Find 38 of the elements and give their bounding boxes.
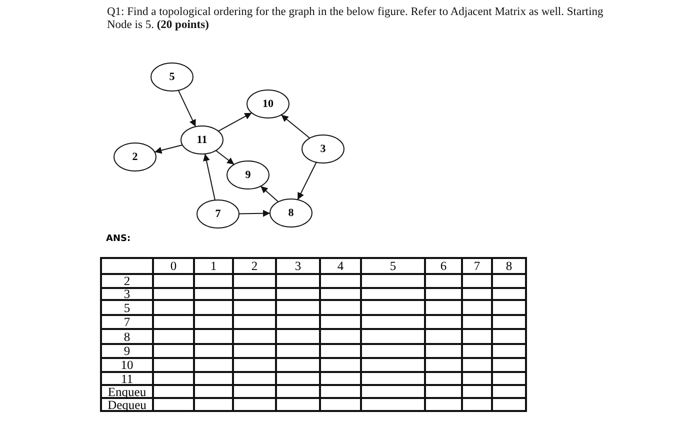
arrow xyxy=(260,186,279,202)
arrow xyxy=(178,90,196,128)
node-ellipse: 2 xyxy=(113,142,157,172)
row-label: 8 xyxy=(101,329,153,344)
column-number: 4 xyxy=(320,258,361,274)
answer-heading: ANS: xyxy=(106,234,131,244)
node-ellipse: 11 xyxy=(180,125,224,155)
column-number: 8 xyxy=(492,258,526,274)
row-label: Dequeu xyxy=(101,398,153,411)
node-ellipse: 9 xyxy=(226,160,270,190)
row-label: 11 xyxy=(101,372,153,385)
node-ellipse: 5 xyxy=(150,62,194,92)
arrow xyxy=(154,144,183,154)
node-ellipse: 7 xyxy=(196,199,240,229)
row-label: 2 xyxy=(101,274,153,288)
arrow xyxy=(297,162,317,200)
column-number: 0 xyxy=(153,258,194,274)
column-number: 2 xyxy=(233,258,276,274)
row-label: 3 xyxy=(101,288,153,300)
row-label: 10 xyxy=(101,358,153,372)
arrow xyxy=(280,114,310,139)
row-label: Enqueu xyxy=(101,385,153,398)
node-ellipse: 3 xyxy=(301,134,345,164)
question-text: Q1: Find a topological ordering for the graph in the below figure. Refer to Adjacent Matrix as well. Starting Node is 5. (20 points) xyxy=(107,6,604,32)
column-number: 6 xyxy=(425,258,462,274)
node-ellipse: 8 xyxy=(269,198,313,228)
column-number: 5 xyxy=(361,258,425,274)
column-number: 1 xyxy=(194,258,233,274)
row-label: 9 xyxy=(101,344,153,358)
arrow xyxy=(215,150,235,165)
column-number: 3 xyxy=(276,258,320,274)
arrow xyxy=(238,210,270,217)
column-number: 7 xyxy=(462,258,492,274)
row-label: 5 xyxy=(101,300,153,315)
row-label: 7 xyxy=(101,315,153,329)
arrow xyxy=(218,112,252,132)
node-ellipse: 10 xyxy=(246,89,290,119)
arrow xyxy=(203,153,216,201)
